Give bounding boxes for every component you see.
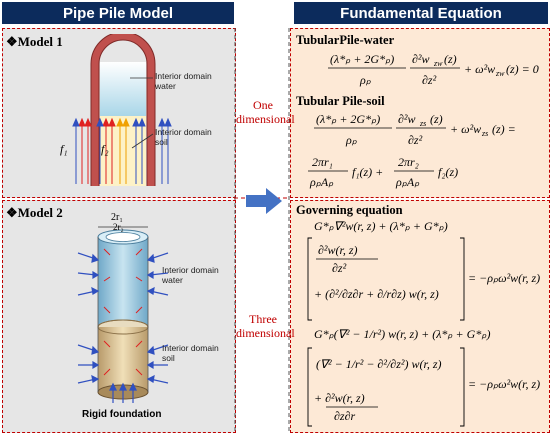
svg-text:zs: zs (481, 129, 488, 138)
fundamental-equation-header: Fundamental Equation (294, 2, 548, 24)
svg-text:(λ*ₚ + 2G*ₚ): (λ*ₚ + 2G*ₚ) (330, 52, 394, 66)
governing-equations: G*ₚ∇²w(r, z) + (λ*ₚ + G*ₚ) ∂²w(r, z) ∂z²… (307, 219, 540, 427)
tubular-water-title: TubularPile-water (296, 33, 395, 47)
svg-text:G*ₚ(∇² − 1/r²) w(r, z) + (λ*ₚ: G*ₚ(∇² − 1/r²) w(r, z) + (λ*ₚ + G*ₚ) (314, 327, 490, 341)
svg-text:∂z∂r: ∂z∂r (334, 409, 356, 423)
svg-text:2πr₂: 2πr₂ (398, 155, 419, 169)
svg-text:zw: zw (495, 69, 505, 78)
middle-divider (234, 28, 290, 432)
header-left-text: Pipe Pile Model (62, 4, 174, 22)
svg-text:ρₚ: ρₚ (359, 73, 372, 87)
svg-text:∂z²: ∂z² (332, 261, 347, 275)
three-dimensional-label: Three dimensional (236, 312, 295, 340)
svg-text:(λ*ₚ + 2G*ₚ): (λ*ₚ + 2G*ₚ) (316, 112, 380, 126)
model1-water-label: Interior domain water (155, 71, 212, 91)
svg-text:∂z²: ∂z² (408, 133, 423, 147)
svg-text:∂²w: ∂²w (398, 112, 416, 126)
svg-text:ρₚAₚ: ρₚAₚ (309, 175, 334, 189)
svg-text:∂²w(r, z): ∂²w(r, z) (318, 243, 358, 257)
svg-text:∂²w: ∂²w (412, 52, 430, 66)
svg-text:ρₚ: ρₚ (345, 133, 358, 147)
svg-text:+ (∂²/∂z∂r + ∂/r∂z) w(r, z): + (∂²/∂z∂r + ∂/r∂z) w(r, z) (314, 287, 439, 301)
svg-text:(z): (z) (430, 112, 443, 126)
pipe-pile-model-header: Pipe Pile Model (2, 2, 234, 24)
svg-text:(z) =: (z) = (492, 122, 516, 136)
model2-water-label: Interior domain water (162, 265, 219, 285)
model2-diagram (77, 226, 169, 403)
svg-text:∂z²: ∂z² (422, 73, 437, 87)
three-dim-equation-panel (290, 200, 550, 433)
svg-text:+ ω²w: + ω²w (450, 122, 481, 136)
svg-text:f₁(z) +: f₁(z) + (352, 165, 383, 179)
one-dim-equation-panel (290, 28, 550, 198)
rigid-foundation-label: Rigid foundation (82, 409, 162, 420)
f2-label: f₂ (101, 142, 109, 156)
model2-soil-label: Interior domain soil (162, 343, 219, 363)
model1-title: ❖Model 1 (6, 34, 63, 49)
svg-text:= −ρₚω²w(r, z): = −ρₚω²w(r, z) (468, 377, 540, 391)
model2-radius-outer: 2r₁ (111, 212, 123, 223)
svg-text:2πr₁: 2πr₁ (312, 155, 333, 169)
governing-equation-title: Governing equation (296, 203, 403, 217)
svg-text:(z) = 0: (z) = 0 (506, 62, 539, 76)
model2-radius-inner: 2r₂ (113, 222, 124, 232)
svg-text:f₂(z): f₂(z) (438, 165, 458, 179)
svg-text:zs: zs (419, 119, 426, 128)
svg-text:(z): (z) (444, 52, 457, 66)
svg-text:G*ₚ∇²w(r, z) + (λ*ₚ + G*ₚ): G*ₚ∇²w(r, z) + (λ*ₚ + G*ₚ) (314, 219, 448, 233)
svg-text:ρₚAₚ: ρₚAₚ (395, 175, 420, 189)
svg-text:+ ∂²w(r, z): + ∂²w(r, z) (314, 391, 365, 405)
model1-soil-label: Interior domain soil (155, 127, 212, 147)
svg-text:zw: zw (433, 59, 443, 68)
header-right-text: Fundamental Equation (340, 4, 502, 22)
svg-text:+ ω²w: + ω²w (464, 62, 495, 76)
model2-title: ❖Model 2 (6, 205, 63, 220)
right-arrow-icon (246, 188, 282, 214)
f1-label: f₁ (60, 142, 68, 156)
model1-diagram (72, 34, 172, 186)
one-dimensional-label: One dimensional (236, 98, 295, 126)
tubular-soil-title: Tubular Pile-soil (296, 94, 385, 108)
svg-text:= −ρₚω²w(r, z): = −ρₚω²w(r, z) (468, 271, 540, 285)
svg-text:(∇² − 1/r² − ∂²/∂z²) w(r, z): (∇² − 1/r² − ∂²/∂z²) w(r, z) (316, 357, 441, 371)
